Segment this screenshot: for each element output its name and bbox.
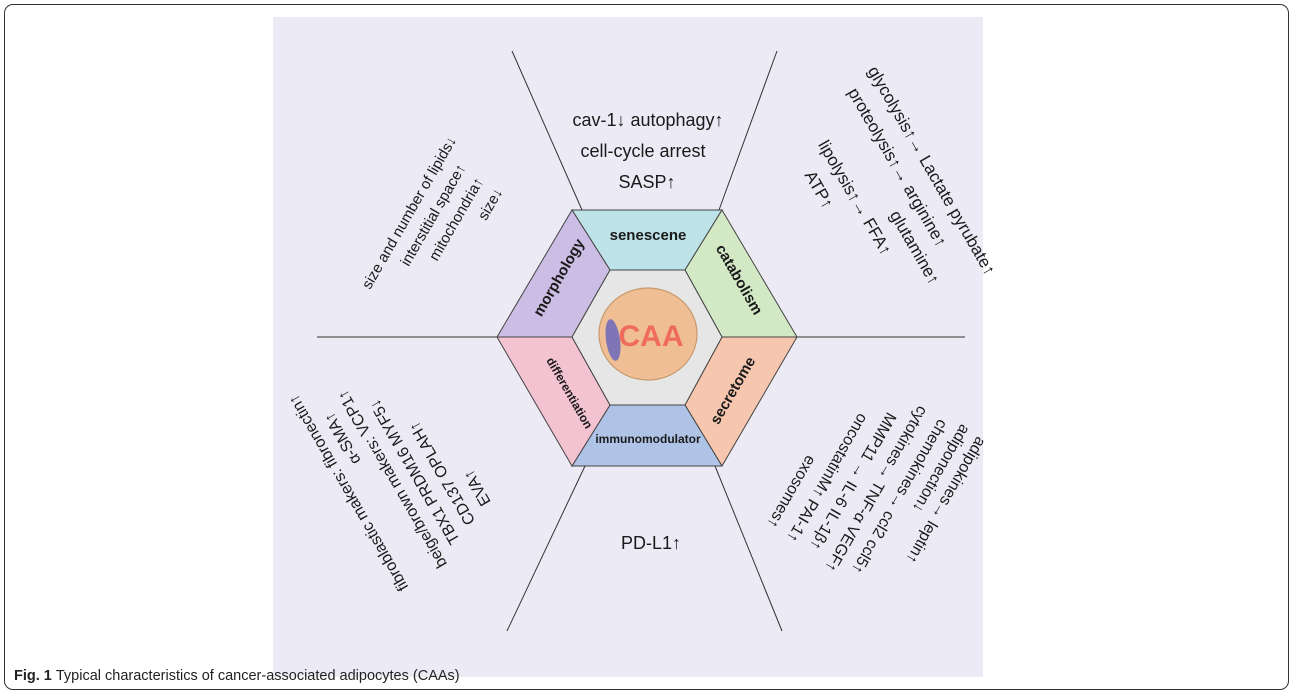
immunomodulator-label: immunomodulator xyxy=(595,432,701,446)
differentiation-line-3: beige/brown makers: VCP1↑ xyxy=(335,387,451,571)
figure-frame xyxy=(4,4,1289,690)
divider-bottom-left xyxy=(506,465,586,632)
senescence-line-3: SASP↑ xyxy=(618,172,675,192)
center-label: CAA xyxy=(619,320,684,353)
nucleus-icon xyxy=(605,319,621,361)
divider-top-left xyxy=(511,50,583,211)
senescence-line-2: cell-cycle arrest xyxy=(580,141,705,161)
divider-top-right xyxy=(718,50,778,211)
senescence-line-1: cav-1↓ autophagy↑ xyxy=(572,110,723,130)
caption-label: Fig. 1 xyxy=(14,668,52,684)
senescene-label: senescene xyxy=(610,227,687,244)
caption-text: Typical characteristics of cancer-associ… xyxy=(55,668,460,684)
immunomodulator-line-1: PD-L1↑ xyxy=(621,533,681,553)
cell-icon xyxy=(598,287,698,381)
divider-bottom-right xyxy=(714,465,783,632)
